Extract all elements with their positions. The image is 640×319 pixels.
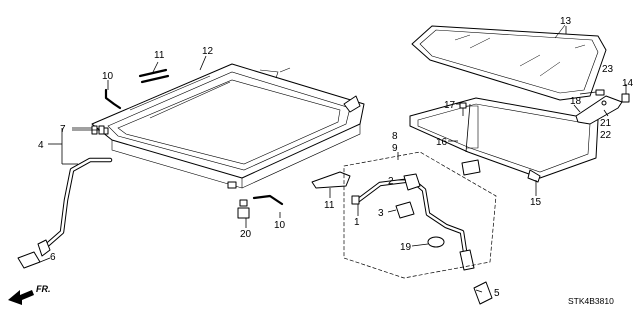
hose-joint: [17, 251, 41, 269]
drain-valve: [351, 195, 360, 205]
callouts: 11 12 10 7 4 6 20 10 11 1 2 3 19 5 8 9 1…: [38, 16, 634, 299]
callout-10-bottom: 10: [274, 220, 286, 231]
callout-17: 17: [444, 100, 456, 111]
callout-20: 22: [600, 130, 612, 141]
callout-11-top: 11: [154, 50, 165, 61]
front-direction-arrow: FR.: [8, 284, 51, 305]
callout-8: 8: [392, 131, 398, 142]
glass-panel: [411, 24, 607, 101]
drain-hose-bend-top: [104, 88, 122, 110]
callout-22: 20: [240, 229, 252, 240]
drain-hose-short-top: [138, 68, 170, 84]
sunroof-frame: [91, 63, 365, 189]
callout-21: 19: [400, 242, 412, 253]
diagram-code: STK4B3810: [568, 296, 614, 306]
callout-4: 4: [38, 140, 44, 151]
callout-12: 12: [202, 46, 214, 57]
drain-hose-short-bottom: [311, 171, 351, 189]
callout-9: 9: [392, 143, 398, 154]
drain-hose-bend-bottom: [252, 194, 284, 206]
callout-14: 14: [622, 78, 634, 89]
hose-clamp-lower: [395, 201, 415, 219]
callout-19: 21: [600, 118, 612, 129]
sunshade-frame: [409, 97, 599, 183]
hose-clamp-upper: [403, 173, 421, 191]
callout-11-bottom: 11: [324, 200, 335, 211]
callout-18: 18: [570, 96, 582, 107]
leader-lines: [39, 26, 627, 293]
callout-5: 5: [494, 288, 500, 299]
callout-13: 13: [560, 16, 572, 27]
callout-3: 3: [378, 208, 384, 219]
callout-10-top: 10: [102, 71, 114, 82]
bolt: [459, 102, 467, 116]
callout-23: 23: [602, 64, 614, 75]
direction-label: FR.: [36, 284, 51, 294]
callout-15: 15: [530, 197, 542, 208]
rear-drain-hose: [353, 177, 475, 271]
callout-16: 16: [436, 137, 448, 148]
callout-6: 6: [50, 252, 56, 263]
grommet: [237, 199, 250, 219]
hose-end-joint: [473, 281, 493, 305]
front-drain-hose: [37, 157, 113, 257]
slider-bracket: [575, 89, 630, 125]
group-outline: [343, 151, 497, 279]
callout-1: 1: [354, 217, 360, 228]
hose-band: [427, 236, 445, 248]
callout-7: 7: [60, 124, 66, 135]
callout-2: 2: [388, 176, 394, 187]
